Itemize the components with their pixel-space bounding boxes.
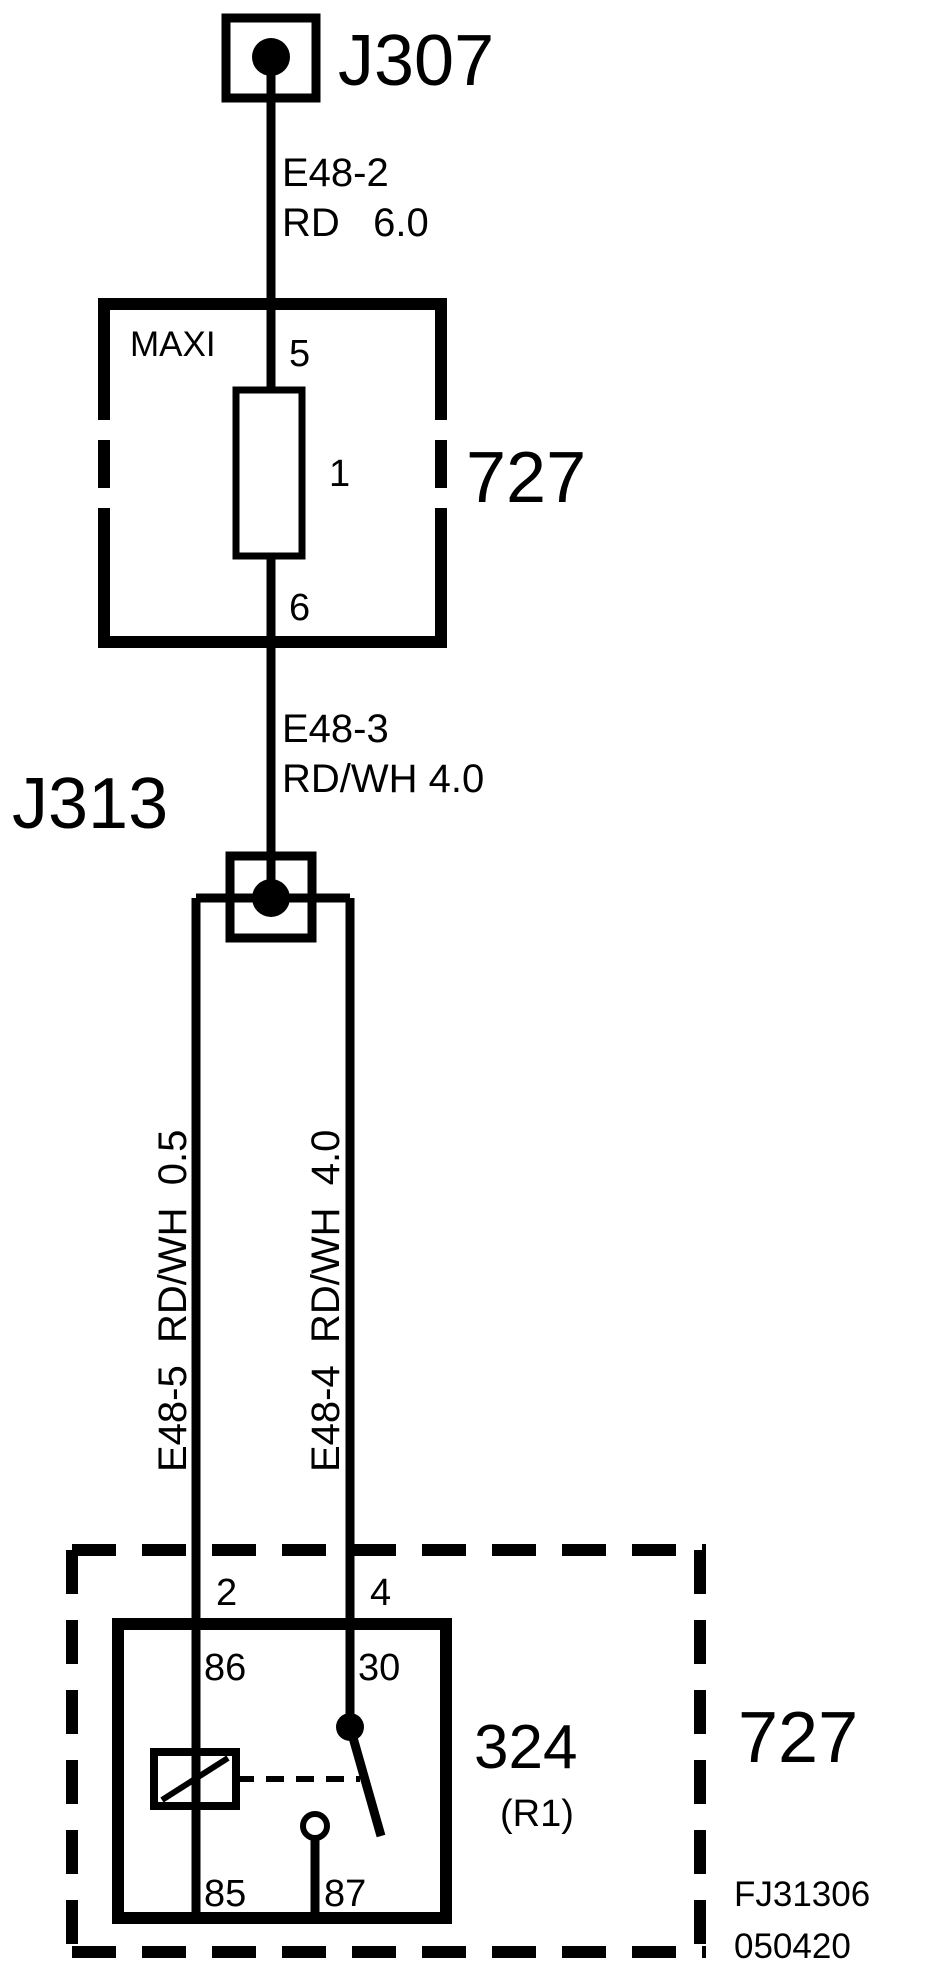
- connector-j307-label: J307: [338, 21, 494, 101]
- relay-connector-pin-4: 4: [370, 1572, 391, 1614]
- fuse-pin-6: 6: [289, 587, 310, 629]
- relay-housing-id: 727: [738, 1698, 858, 1778]
- wire-e48-5-label: E48-5 RD/WH 0.5: [151, 1130, 195, 1472]
- relay-contact-87: [300, 1811, 330, 1841]
- connector-j313: [196, 851, 350, 943]
- relay-connector-pin-2: 2: [216, 1572, 237, 1614]
- relay-324: [112, 1618, 452, 1924]
- diagram-code: FJ31306: [734, 1875, 870, 1914]
- wire-e48-3-code: E48-3: [282, 707, 389, 751]
- relay-switch-arm: [345, 1725, 386, 1838]
- relay-pin-86: 86: [204, 1647, 246, 1689]
- fuse-box-727: [98, 298, 447, 648]
- wire-e48-2-code: E48-2: [282, 151, 389, 195]
- diagram-date: 050420: [734, 1927, 851, 1966]
- relay-housing-727: [66, 1544, 706, 1958]
- fuse-element: [232, 386, 306, 560]
- relay-pin-30: 30: [358, 1647, 400, 1689]
- relay-pin-87: 87: [324, 1873, 366, 1915]
- fuse-pin-1: 1: [329, 453, 350, 495]
- relay-sub-id: (R1): [500, 1793, 574, 1835]
- wire-e48-2-spec: RD 6.0: [282, 201, 429, 245]
- fuse-type-label: MAXI: [130, 325, 216, 364]
- relay-id: 324: [474, 1713, 577, 1782]
- relay-pin-85: 85: [204, 1873, 246, 1915]
- wire-e48-4-label: E48-4 RD/WH 4.0: [304, 1130, 348, 1472]
- fuse-pin-5: 5: [289, 333, 310, 375]
- wire-e48-3-spec: RD/WH 4.0: [282, 757, 484, 801]
- fuse-box-component-id: 727: [466, 438, 586, 518]
- connector-j313-label: J313: [12, 764, 168, 844]
